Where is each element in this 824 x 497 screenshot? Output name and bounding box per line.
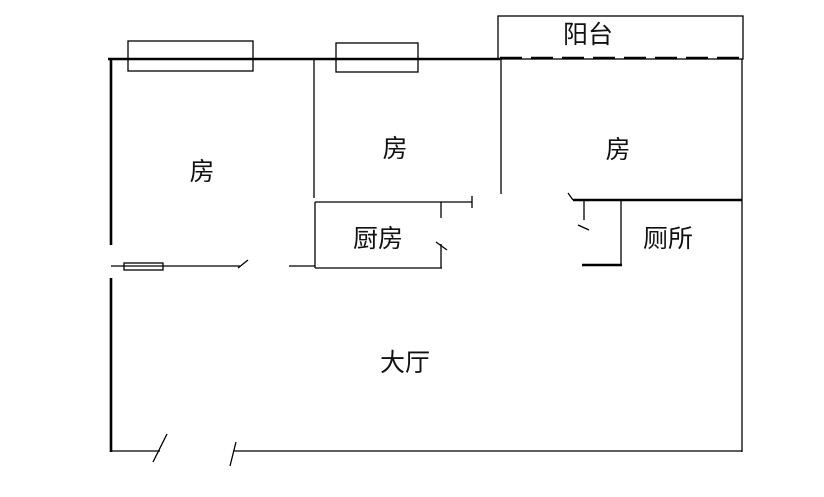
room-labels: 阳台 房 房 房 厨房 厕所 大厅 xyxy=(189,20,693,377)
left-room-door xyxy=(237,259,249,269)
balcony xyxy=(497,15,744,60)
balcony-box xyxy=(497,15,744,60)
bedroom-middle-label: 房 xyxy=(382,134,407,163)
bedroom-right-label: 房 xyxy=(605,135,630,164)
window-middle xyxy=(335,42,419,73)
doors xyxy=(152,259,249,467)
kitchen-label: 厨房 xyxy=(353,224,403,253)
toilet-label: 厕所 xyxy=(643,224,693,253)
living-room-label: 大厅 xyxy=(380,348,430,377)
windows xyxy=(123,40,419,271)
exterior-walls xyxy=(108,57,743,452)
interior-walls xyxy=(111,59,742,269)
entrance-door-b xyxy=(229,441,237,467)
kitchen-door-swing xyxy=(435,241,448,251)
entrance-door-a xyxy=(152,433,168,463)
balcony-label: 阳台 xyxy=(563,20,613,49)
window-left xyxy=(127,40,254,72)
bedroom-left-label: 房 xyxy=(189,157,214,186)
toilet-door-tick xyxy=(567,192,574,201)
toilet-door-swing xyxy=(577,224,590,231)
